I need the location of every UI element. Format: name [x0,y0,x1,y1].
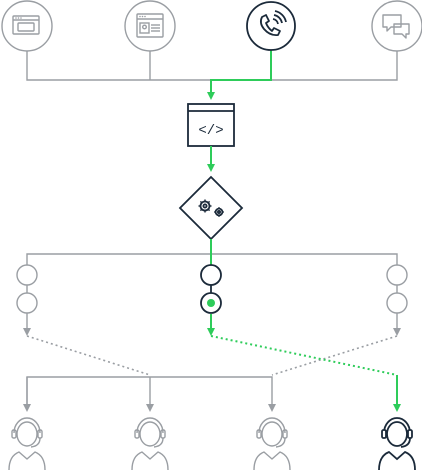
router-node[interactable]: </> [187,103,235,147]
channel-phone-call[interactable] [246,1,296,51]
active-indicator-dot [207,299,215,307]
queue-slot [386,264,408,286]
channel-chat-window[interactable] [1,0,53,52]
channel-web-form[interactable] [124,0,176,52]
agent-1[interactable] [8,417,46,470]
message-bubbles-icon [382,14,410,39]
queue-to-agent-links [26,335,398,376]
agent-4-active[interactable] [378,417,416,470]
decision-engine-node[interactable] [178,175,244,241]
queue-connectors [23,239,401,336]
agent-2[interactable] [131,417,169,470]
queue-slot [16,264,38,286]
code-window-icon: </> [198,123,223,139]
web-contact-form-icon [136,13,164,38]
agent-headset-icon [8,417,46,470]
agent-headset-icon [378,417,416,470]
channel-messaging[interactable] [371,0,422,52]
queue-center[interactable] [200,264,222,314]
agent-3[interactable] [253,417,291,470]
queue-slot [200,264,222,286]
queue-right[interactable] [386,264,408,314]
gears-icon [198,199,224,217]
chat-window-icon [12,15,40,35]
queue-left[interactable] [16,264,38,314]
queue-slot [16,292,38,314]
channel-connectors [26,50,398,100]
agent-headset-icon [131,417,169,470]
agent-headset-icon [253,417,291,470]
agent-connectors [23,375,401,412]
queue-slot [386,292,408,314]
phone-call-icon [259,10,287,37]
